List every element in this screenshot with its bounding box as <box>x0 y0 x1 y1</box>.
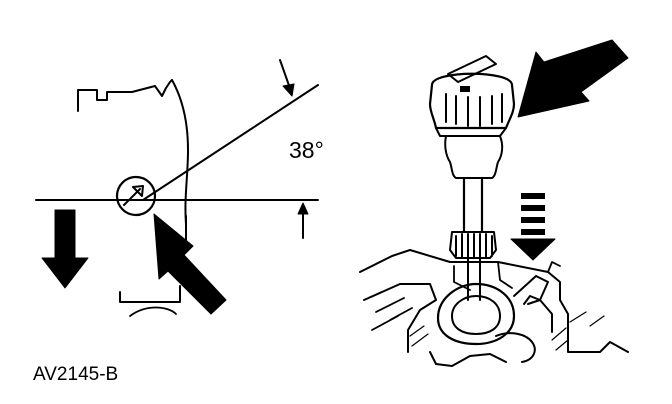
circle-arrow-marker <box>123 185 144 206</box>
tool-head-top <box>430 72 514 87</box>
housing-bottom <box>119 285 181 303</box>
casting-detail <box>453 261 561 291</box>
casting-outline <box>359 249 629 353</box>
casting-bore-outer <box>436 282 516 346</box>
tool-gear <box>449 231 497 259</box>
tool-head-body <box>428 83 516 130</box>
dimension-arrow-top <box>279 59 295 97</box>
angle-label: 38° <box>289 137 324 163</box>
tool-collar <box>444 135 504 179</box>
angled-reference-line <box>142 84 319 201</box>
figure-id-label: AV2145-B <box>33 364 119 385</box>
tool-head-slots <box>435 93 507 137</box>
casting-right-block <box>513 275 553 333</box>
detail-circle <box>115 175 157 217</box>
casting-lower <box>429 332 536 367</box>
diagonal-pointer-arrow-icon <box>153 213 227 315</box>
left-view <box>35 59 319 317</box>
diagonal-pointer-arrow-icon <box>517 39 629 118</box>
dashed-down-arrow-icon <box>510 193 556 261</box>
down-arrow-icon <box>41 209 89 289</box>
tool-head-hole <box>460 86 470 92</box>
casting-hatching <box>409 311 605 351</box>
casting-bore-inner <box>451 295 501 335</box>
dimension-arrow-bottom <box>297 202 309 239</box>
housing-bottom-curve <box>129 306 177 317</box>
tool-head-lever <box>447 55 497 83</box>
tool-lower-shaft <box>467 257 481 301</box>
casting-left <box>363 283 437 353</box>
housing-curved-edge <box>171 79 189 225</box>
casting-rib-1 <box>371 297 413 331</box>
right-view <box>359 55 629 367</box>
housing-outline <box>77 79 173 112</box>
